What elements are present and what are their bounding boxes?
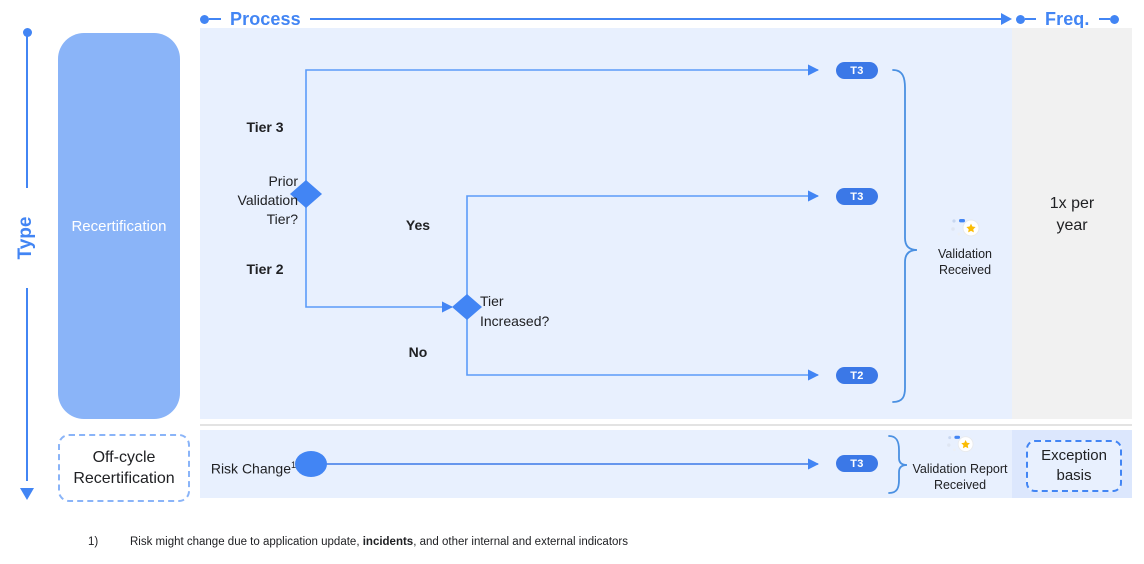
recertification-block[interactable]: Recertification bbox=[58, 33, 180, 419]
frequency-main-panel: 1x per year bbox=[1012, 28, 1132, 419]
frequency-main-line1: 1x per bbox=[1049, 195, 1095, 212]
panel-divider bbox=[200, 424, 1132, 426]
branch-label-tier3: Tier 3 bbox=[246, 119, 284, 135]
outcome-bottom-line1: Validation Report bbox=[912, 462, 1008, 476]
axis-arrow-icon bbox=[1001, 13, 1012, 25]
branch-label-tier2: Tier 2 bbox=[246, 261, 284, 277]
freq-axis-end-dot-icon bbox=[1109, 14, 1119, 24]
off-cycle-recertification-block[interactable]: Off-cycle Recertification bbox=[58, 434, 190, 502]
off-cycle-label-line2: Recertification bbox=[73, 470, 175, 487]
decision-2-question: Tier Increased? bbox=[480, 291, 600, 331]
freq-axis-line-right bbox=[1098, 18, 1110, 20]
freq-axis-start-dot-icon bbox=[1016, 14, 1025, 24]
footnote-text-bold: incidents bbox=[362, 536, 414, 548]
decision-1-question-line2: Validation bbox=[237, 192, 298, 208]
footnote-text-part2: , and other internal and external indica… bbox=[413, 536, 629, 548]
decision-2-question-line2: Increased? bbox=[480, 313, 550, 329]
risk-change-label: Risk Change1 bbox=[206, 456, 296, 479]
axis-start-dot-icon bbox=[200, 14, 209, 24]
tier-badge-t2-bottom[interactable]: T2 bbox=[836, 367, 878, 384]
frequency-axis-label: Freq. bbox=[1045, 9, 1090, 29]
axis-line-left bbox=[209, 18, 221, 20]
process-main-panel bbox=[200, 28, 1012, 419]
outcome-main-line2: Received bbox=[938, 263, 992, 277]
freq-axis-line-left bbox=[1025, 18, 1036, 20]
decision-1-question-line3: Tier? bbox=[266, 211, 298, 227]
decision-1-question-line1: Prior bbox=[268, 173, 298, 189]
footnote-marker: 1) bbox=[88, 536, 99, 548]
risk-change-text: Risk Change bbox=[210, 460, 291, 477]
award-badge-icon-bottom bbox=[947, 435, 974, 453]
off-cycle-label-line1: Off-cycle bbox=[92, 449, 156, 466]
tier-badge-t3-top[interactable]: T3 bbox=[836, 62, 878, 79]
exception-basis-badge[interactable]: Exception basis bbox=[1026, 440, 1122, 492]
off-cycle-label: Off-cycle Recertification bbox=[73, 447, 174, 489]
process-axis-header: Process bbox=[200, 8, 1012, 30]
process-bottom-panel bbox=[200, 430, 1012, 498]
decision-1-question: Prior Validation Tier? bbox=[212, 172, 298, 229]
outcome-main-caption: Validation Received bbox=[910, 246, 1020, 278]
footnote: 1) Risk might change due to application u… bbox=[88, 536, 1088, 548]
exception-line2: basis bbox=[1056, 467, 1092, 484]
recertification-label: Recertification bbox=[71, 217, 167, 235]
exception-basis-label: Exception basis bbox=[1041, 446, 1107, 486]
axis-line-right bbox=[309, 18, 1001, 20]
frequency-main-value: 1x per year bbox=[1012, 193, 1132, 237]
outcome-validation-report-received: Validation Report Received bbox=[895, 432, 1025, 493]
frequency-axis-header: Freq. bbox=[1016, 8, 1132, 30]
outcome-main-line1: Validation bbox=[938, 247, 992, 261]
type-axis-start-dot-icon bbox=[23, 28, 32, 37]
award-badge-icon bbox=[951, 219, 980, 237]
type-axis-label: Type bbox=[12, 188, 40, 288]
outcome-bottom-line2: Received bbox=[933, 478, 987, 492]
outcome-bottom-caption: Validation Report Received bbox=[895, 461, 1025, 493]
tier-badge-t3-bottom-row[interactable]: T3 bbox=[836, 455, 878, 472]
type-axis: Type bbox=[12, 28, 40, 500]
footnote-text-part1: Risk might change due to application upd… bbox=[130, 536, 363, 548]
process-axis-label: Process bbox=[230, 9, 301, 29]
branch-label-yes: Yes bbox=[405, 217, 431, 233]
decision-2-question-line1: Tier bbox=[480, 293, 504, 309]
type-axis-arrow-icon bbox=[20, 488, 34, 500]
branch-label-no: No bbox=[408, 344, 428, 360]
risk-change-footnote-marker: 1 bbox=[290, 460, 296, 470]
tier-badge-t3-mid[interactable]: T3 bbox=[836, 188, 878, 205]
exception-line1: Exception bbox=[1041, 447, 1107, 464]
frequency-main-line2: year bbox=[1056, 217, 1088, 234]
outcome-validation-received: Validation Received bbox=[910, 215, 1020, 278]
